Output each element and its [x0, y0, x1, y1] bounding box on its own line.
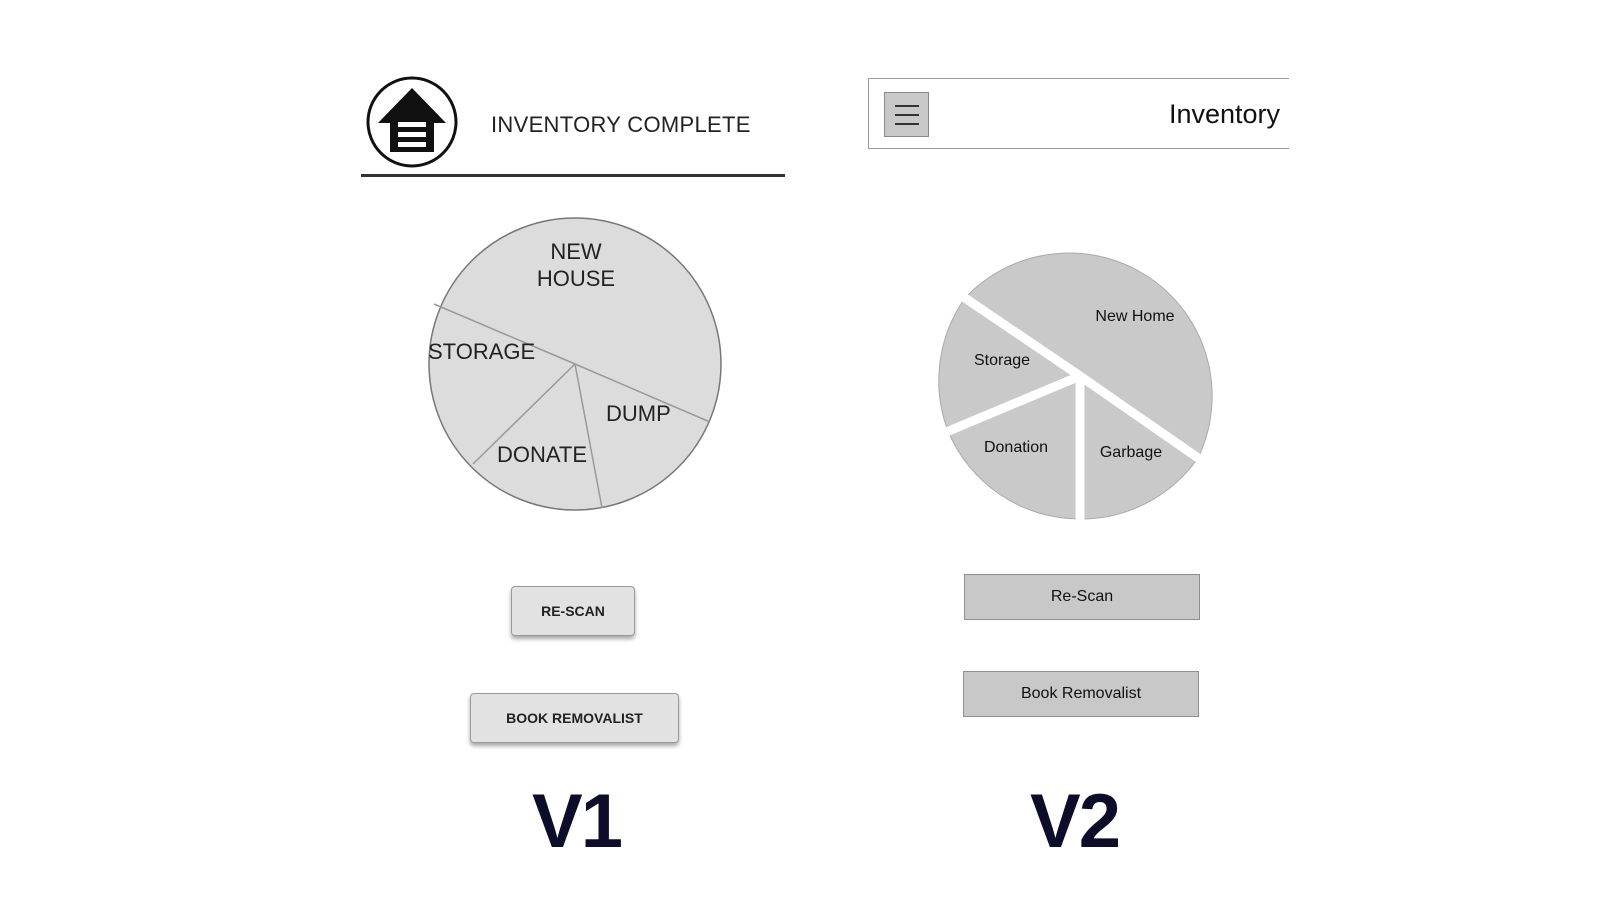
book-removalist-button[interactable]: BOOK REMOVALIST: [470, 693, 679, 743]
slice-label-donate: DONATE: [497, 442, 587, 467]
slice-label-storage: STORAGE: [428, 339, 535, 364]
page-title: Inventory: [1168, 99, 1280, 129]
version-label-v1: V1: [532, 779, 623, 864]
header-divider: [361, 174, 785, 177]
slice-label-new-house-line2: HOUSE: [537, 266, 615, 291]
slice-storage: [938, 297, 1082, 432]
slice-divider: [574, 363, 603, 509]
slice-divider: [574, 363, 711, 423]
slice-label-new-home: New Home: [1095, 308, 1174, 325]
slice-label-garbage: Garbage: [1100, 444, 1162, 461]
slice-label-donation: Donation: [984, 439, 1048, 456]
hamburger-menu-icon[interactable]: [884, 92, 929, 137]
slice-gap: [942, 371, 1082, 438]
slice-divider: [433, 303, 576, 365]
slice-label-new-house-line1: NEW: [550, 239, 602, 264]
page-title: INVENTORY COMPLETE: [491, 112, 751, 137]
slice-label-storage: Storage: [974, 352, 1030, 369]
book-removalist-button[interactable]: Book Removalist: [963, 671, 1199, 717]
rescan-button[interactable]: Re-Scan: [964, 574, 1200, 620]
slice-gap: [959, 292, 1083, 380]
slice-divider: [472, 363, 576, 465]
slice-new-home: [964, 252, 1213, 459]
slice-donation: [947, 375, 1081, 520]
version-label-v2: V2: [1030, 779, 1121, 864]
slice-garbage: [1079, 375, 1199, 520]
house-icon: [366, 76, 458, 168]
slice-label-dump: DUMP: [606, 401, 671, 426]
slice-gap: [1077, 372, 1204, 464]
inventory-pie-chart: New Home Storage Donation Garbage: [938, 252, 1213, 522]
rescan-button[interactable]: RE-SCAN: [511, 586, 635, 636]
app-header: [868, 78, 1289, 149]
inventory-pie-chart: NEW HOUSE STORAGE DUMP DONATE: [428, 217, 722, 511]
